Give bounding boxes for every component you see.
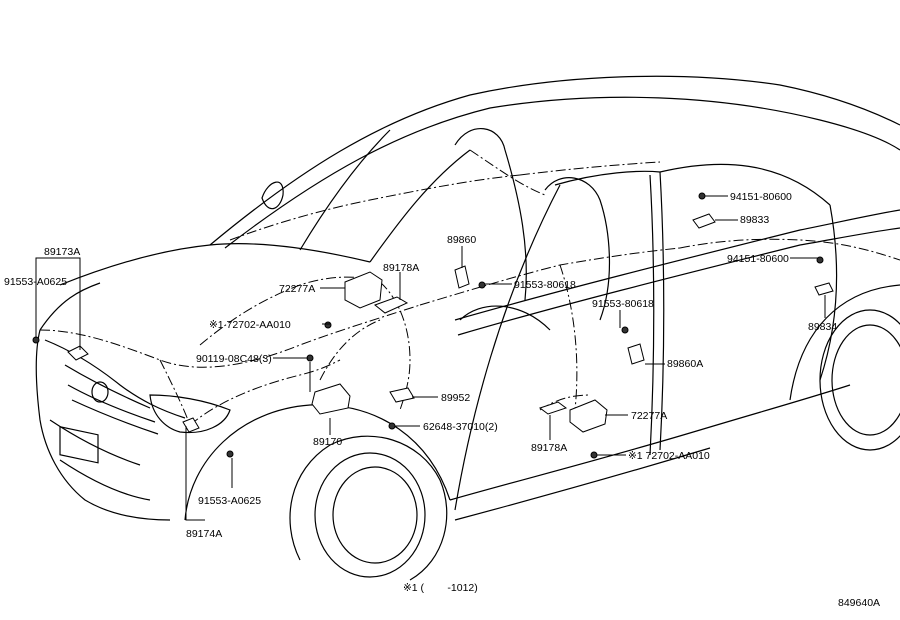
label-72702-AA010-left: ※1 72702-AA010 xyxy=(209,319,291,331)
label-90119-08C48: 90119-08C48(3) xyxy=(196,353,272,365)
label-91553-A0625-bottom: 91553-A0625 xyxy=(198,495,262,507)
airbag-ecu-89170 xyxy=(311,383,351,415)
car-body-outline xyxy=(35,75,900,581)
label-72277A-right: 72277A xyxy=(631,410,668,422)
label-89173A: 89173A xyxy=(44,246,81,258)
label-89860A: 89860A xyxy=(667,358,704,370)
label-89178A-bottom: 89178A xyxy=(531,442,568,454)
label-89174A: 89174A xyxy=(186,528,223,540)
label-91553-80618-mid: 91553-80618 xyxy=(592,298,654,310)
label-72277A-left: 72277A xyxy=(279,283,316,295)
label-94151-80600-mid: 94151-80600 xyxy=(727,253,789,265)
label-89170: 89170 xyxy=(313,436,343,448)
bracket-72277A-left xyxy=(344,271,383,309)
footnote: ※1 ( -1012) xyxy=(403,582,478,594)
label-91553-80618-top: 91553-80618 xyxy=(514,279,576,291)
label-89860: 89860 xyxy=(447,234,477,246)
leader-lines xyxy=(35,195,826,521)
sensor-89173A xyxy=(67,345,89,361)
label-72702-AA010-right: ※1 72702-AA010 xyxy=(628,450,710,462)
label-62648-37010: 62648-37010(2) xyxy=(423,421,498,433)
bracket-72277A-right xyxy=(569,399,608,433)
label-89834: 89834 xyxy=(808,321,838,333)
diagram-code: 849640A xyxy=(838,597,881,609)
parts xyxy=(32,192,834,459)
label-91553-A0625-top: 91553-A0625 xyxy=(4,276,68,288)
label-89833: 89833 xyxy=(740,214,770,226)
label-89952: 89952 xyxy=(441,392,471,404)
label-94151-80600-top: 94151-80600 xyxy=(730,191,792,203)
label-89178A-top: 89178A xyxy=(383,262,420,274)
